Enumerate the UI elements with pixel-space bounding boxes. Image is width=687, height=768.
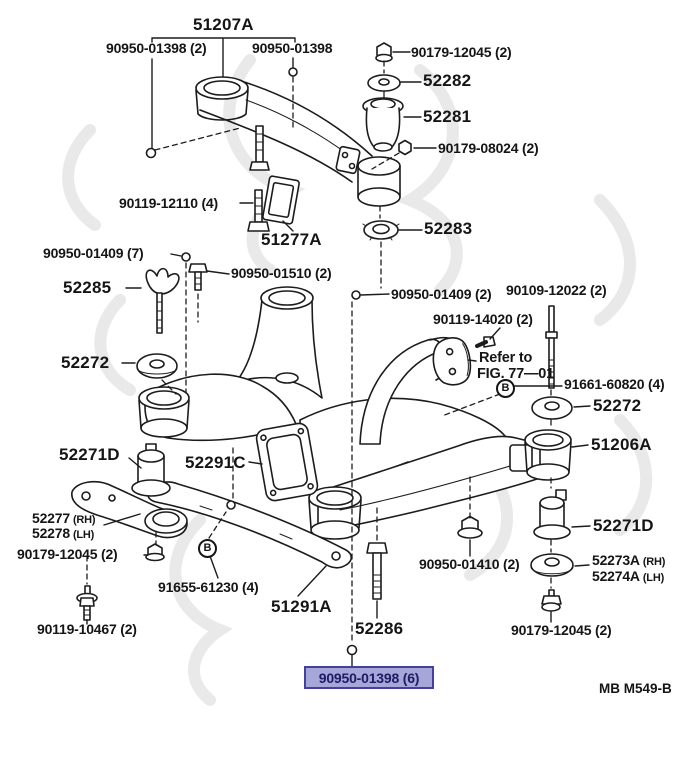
nut-icon [375, 42, 393, 63]
part-label-90119-10467: 90119-10467 (2) [37, 621, 137, 637]
leader-lines [86, 37, 591, 667]
nut-icon [398, 139, 412, 156]
part-label-52286: 52286 [355, 619, 404, 638]
part-label-52271d-right: 52271D [593, 516, 654, 535]
part-label-52271d-left: 52271D [59, 445, 120, 464]
part-label-90950-01409-2: 90950-01409 (2) [391, 286, 492, 302]
part-label-90950-01510: 90950-01510 (2) [231, 265, 332, 281]
part-label-52273a: 52273A(RH) [592, 553, 665, 569]
plate-51277a-drawing [262, 175, 300, 225]
cushion-52271d-right-icon [533, 489, 571, 540]
bolt-icon [76, 585, 98, 621]
part-label-90950-01398: 90950-01398 [252, 40, 333, 56]
part-label-52283: 52283 [424, 219, 473, 238]
part-label-90109-12022: 90109-12022 (2) [506, 282, 607, 298]
cushion-icon [362, 97, 404, 152]
upper-crossmember-drawing [195, 76, 401, 232]
clip-52285-icon [145, 267, 180, 334]
part-label-52282: 52282 [423, 71, 472, 90]
brace-51291a-drawing [147, 481, 353, 569]
part-label-52278: 52278(LH) [32, 526, 94, 542]
dashed-axis-lines [86, 60, 552, 645]
washer-icon [367, 74, 401, 92]
part-label-52272-right: 52272 [593, 396, 642, 415]
ball-stud-icon [346, 644, 358, 656]
part-label-52281: 52281 [423, 107, 472, 126]
part-label-90950-01409-7: 90950-01409 (7) [43, 245, 144, 261]
side-suffix: (RH) [642, 556, 666, 568]
washer-icon [531, 396, 573, 420]
side-suffix: (LH) [642, 572, 665, 584]
part-label-51291a: 51291A [271, 597, 332, 616]
figure-code: MB M549-B [599, 681, 672, 696]
refer-note-line2: FIG. 77—01 [477, 366, 554, 382]
refer-note-line1: Refer to [479, 350, 533, 366]
grommet-icon [362, 220, 400, 241]
bottom-small-parts [76, 67, 388, 656]
part-label-52291c: 52291C [185, 453, 246, 472]
part-label-91655-61230: 91655-61230 (4) [158, 579, 259, 595]
ball-stud-icon [351, 290, 361, 300]
stud-bolt-icon [545, 305, 558, 389]
part-label-90179-12045-right: 90179-12045 (2) [511, 622, 612, 638]
lower-crossmember-drawing [308, 429, 572, 540]
part-label-90950-01410: 90950-01410 (2) [419, 556, 520, 572]
part-number: 52274A [592, 568, 640, 584]
part-label-51207a: 51207A [193, 15, 254, 34]
highlighted-part-label[interactable]: 90950-01398 (6) [304, 666, 434, 689]
right-column-icons [432, 305, 574, 612]
top-right-hardware-icons [362, 42, 412, 241]
part-label-90119-14020: 90119-14020 (2) [433, 311, 533, 327]
retainer-washer-icon [530, 553, 574, 577]
part-label-52272-left: 52272 [61, 353, 110, 372]
flange-nut-icon [457, 515, 483, 539]
circled-b-symbol: B [496, 379, 515, 398]
bracket-52277-drawing [71, 480, 188, 539]
part-label-90179-12045-left: 90179-12045 (2) [17, 546, 118, 562]
cushion-52271d-left-icon [131, 443, 171, 497]
part-label-52277: 52277(RH) [32, 510, 96, 527]
part-number: 52278 [32, 525, 70, 541]
bolt-icon [541, 589, 562, 612]
ball-stud-icon [145, 147, 157, 159]
part-label-52285: 52285 [63, 278, 112, 297]
bolt-icon [475, 336, 496, 348]
flange-nut-icon [145, 543, 165, 562]
circled-b-symbol: B [198, 539, 217, 558]
damper-bracket-icon [432, 337, 472, 386]
side-suffix: (LH) [72, 529, 95, 541]
part-label-90119-12110: 90119-12110 (4) [119, 195, 218, 211]
washer-icon [136, 353, 178, 379]
bolt-52286-icon [366, 542, 388, 600]
part-number: 52273A [592, 552, 640, 568]
part-label-51277a: 51277A [261, 230, 322, 249]
part-label-90950-01398-2: 90950-01398 (2) [106, 40, 207, 56]
part-label-51206a: 51206A [591, 435, 652, 454]
ball-stud-icon [181, 252, 191, 262]
part-label-52274a: 52274A(LH) [592, 569, 664, 585]
part-label-90179-12045-top: 90179-12045 (2) [411, 44, 512, 60]
side-suffix: (RH) [72, 514, 96, 526]
left-middle-small-parts [136, 252, 208, 379]
bolt-icon [188, 263, 208, 291]
part-number: 52277 [32, 510, 70, 526]
ball-stud-icon [288, 67, 298, 77]
part-label-90179-08024: 90179-08024 (2) [438, 140, 539, 156]
plate-52291c-drawing [255, 422, 319, 502]
part-label-91661-60820: 91661-60820 (4) [564, 376, 665, 392]
